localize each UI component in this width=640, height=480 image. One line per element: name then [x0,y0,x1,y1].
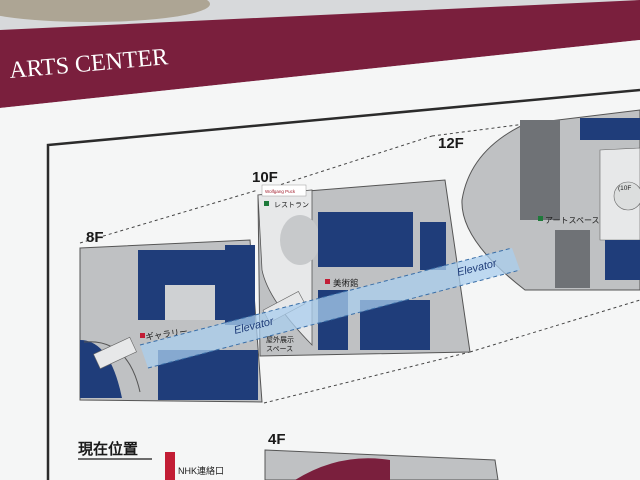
wolfgang-puck-sign [261,184,307,197]
wolfgang-puck-text: Wolfgang Puck [265,189,296,194]
ref-10f-label: (10F [618,185,631,192]
perspective-line [431,123,526,137]
floor-8f-block [80,340,122,398]
floor-12f-rotunda [613,181,640,211]
perspective-line [79,189,259,244]
floor-10f-block [318,212,413,267]
elevator-edge [139,247,513,346]
elevator-band [140,248,520,368]
floor-10f-label: 10F [252,169,278,186]
outdoor-label-2: スペース [266,345,293,353]
floor-12f-block [555,230,590,288]
elevator-edge [147,269,521,369]
floor-8f: ギャラリー 8F [79,229,263,403]
restaurant-label: レストラン [274,201,309,209]
floor-8f-stair [93,336,137,370]
restaurant-marker [264,201,269,206]
floor-8f-label: 8F [86,229,104,246]
floor-4f-hall [295,458,390,480]
outdoor-label-1: 屋外展示 [266,335,294,344]
floor-12f-block [605,240,640,280]
floor-10f-round-room [280,215,320,265]
floor-12f: アートスペース (10F 12F [438,109,640,291]
current-location-marker [165,452,175,480]
museum-marker [325,279,330,284]
museum-label: 美術館 [333,278,359,288]
perspective-line [263,351,471,404]
nhk-label: NHK連絡口 [178,465,224,476]
floor-4f-label: 4F [268,431,286,448]
floor-8f-block [225,245,255,325]
floor-8f-block [165,285,215,320]
ceiling-light [0,0,210,22]
floor-10f-block [420,222,446,270]
gallery-marker [140,333,145,338]
header-band [0,0,640,108]
art-space-label: アートスペース [545,216,600,225]
current-location-title: 現在位置 [78,440,138,458]
art-space-marker [538,216,543,221]
floor-12f-label: 12F [438,135,464,152]
floor-12f-block [520,120,560,220]
map-frame [46,88,640,480]
floor-12f-block [580,118,640,140]
